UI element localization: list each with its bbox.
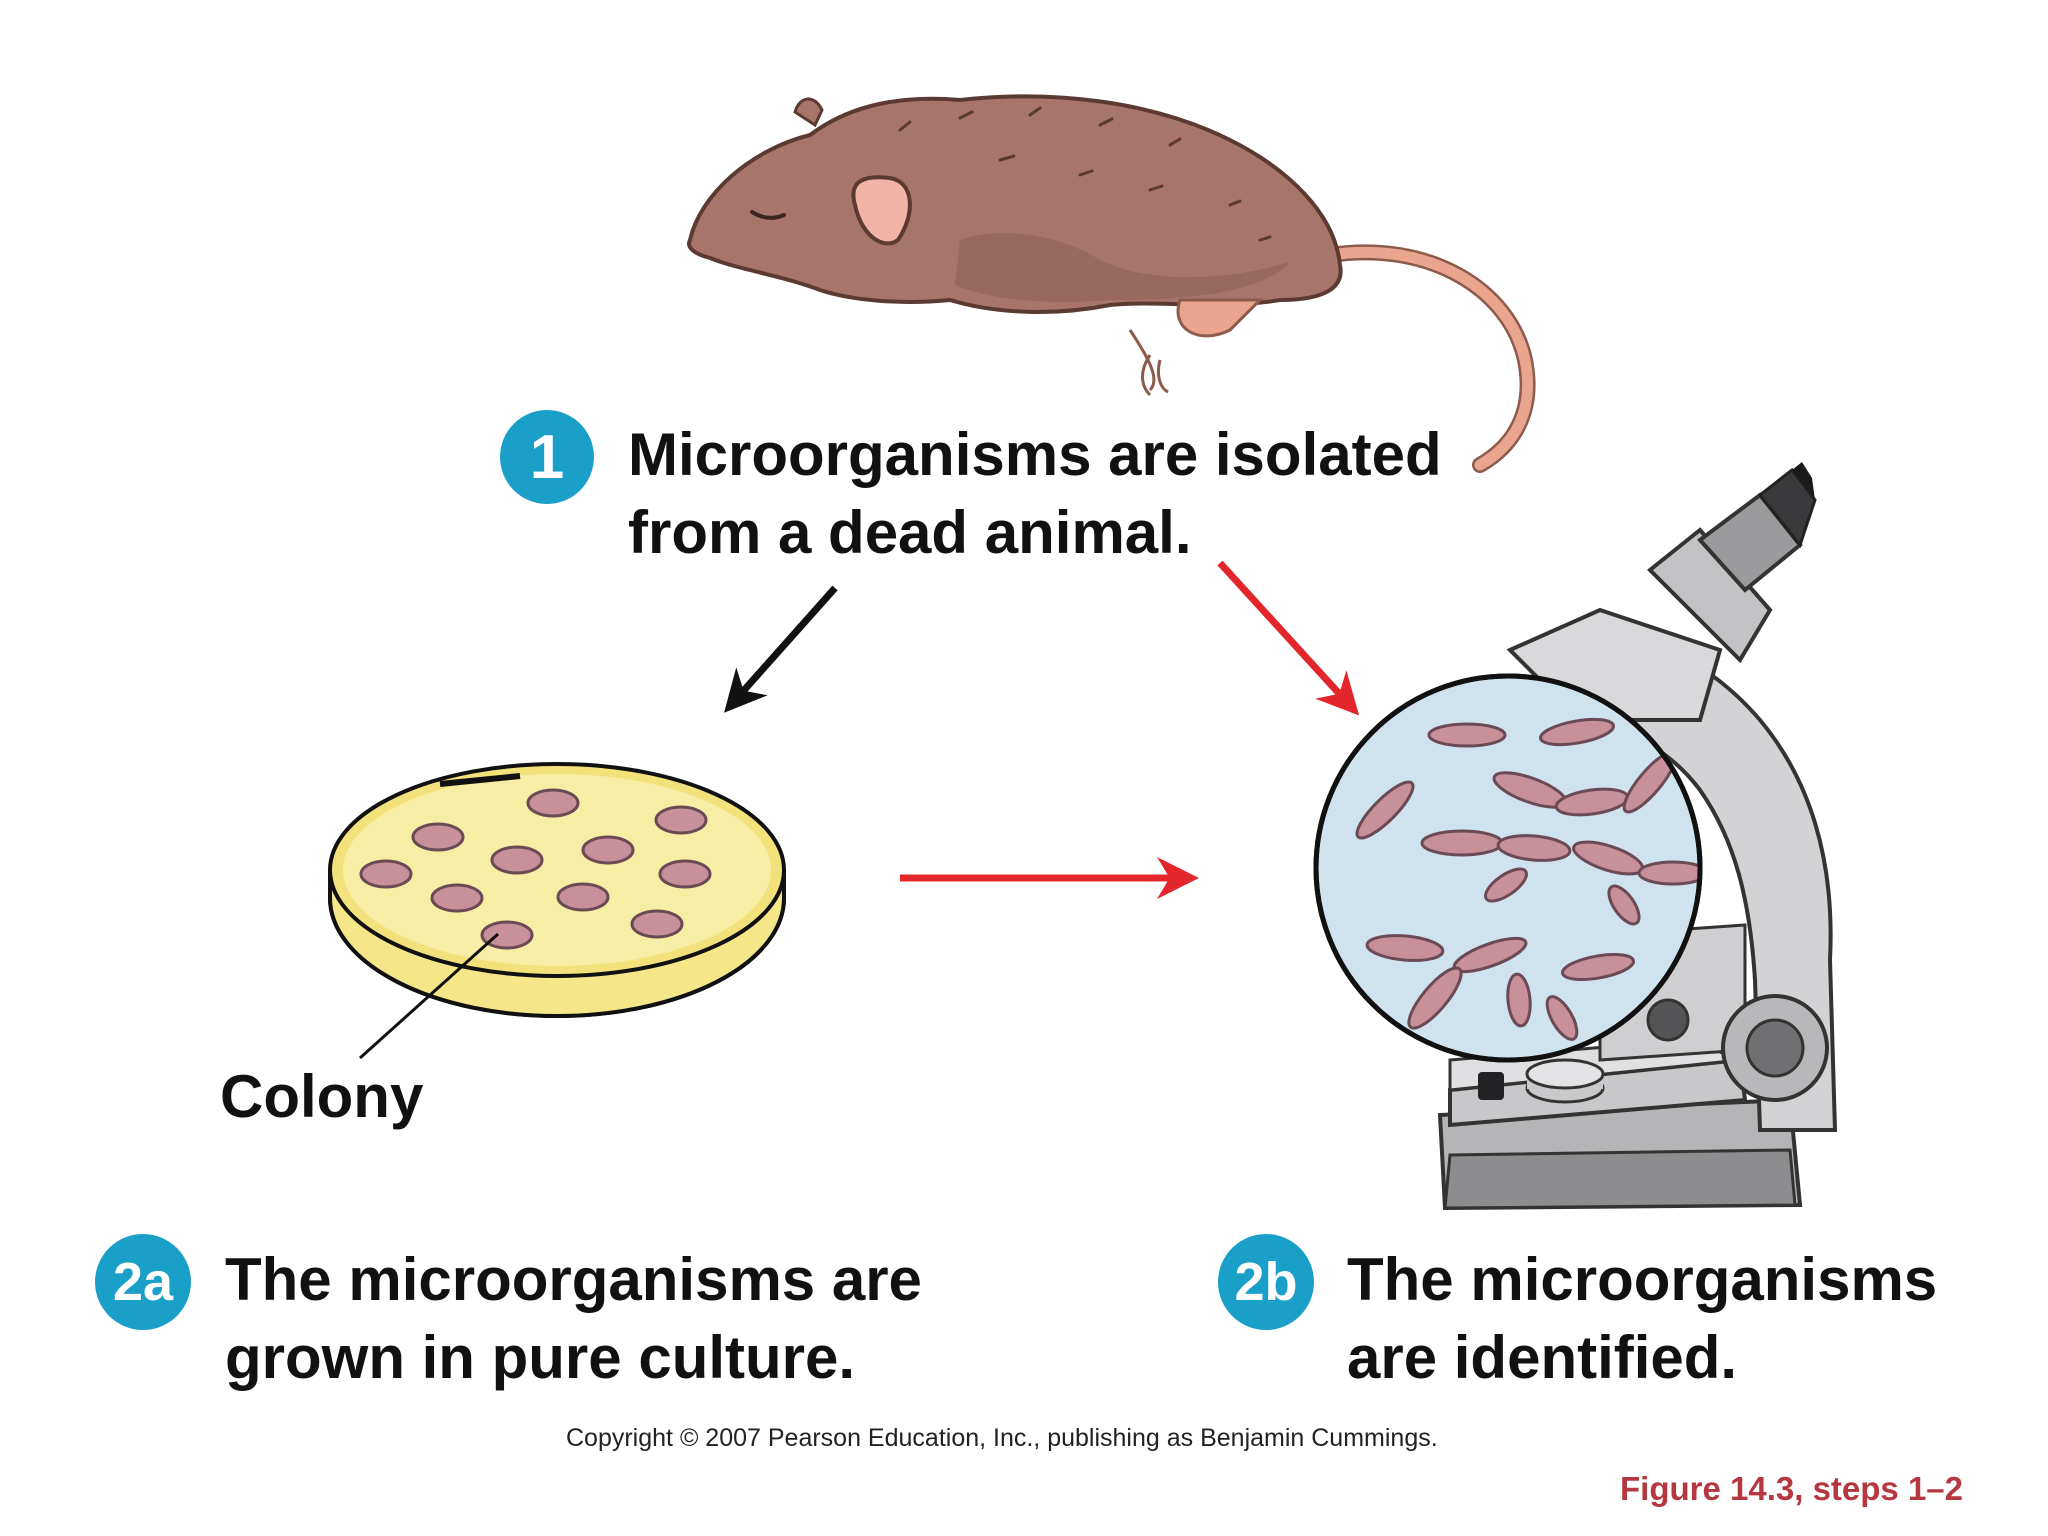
arrow-to-identification [1217, 560, 1360, 716]
bacterium-6 [1355, 780, 1415, 840]
step-1-line-2: from a dead animal. [628, 499, 1192, 566]
bacterium-17 [1506, 972, 1532, 1028]
bacterium-13 [1365, 934, 1445, 962]
mouse-leg [1176, 298, 1264, 338]
fine-focus-knob [1745, 1018, 1805, 1078]
step-2b-line-2: are identified. [1347, 1324, 1738, 1391]
dead-mouse-illustration [687, 94, 1536, 473]
colony-5 [490, 845, 544, 875]
colony-2 [411, 822, 465, 852]
bacterium-16 [1560, 952, 1636, 982]
bacterium-1 [1427, 722, 1507, 748]
colony-pointer-line [358, 932, 500, 1060]
bacterium-18 [1545, 995, 1579, 1041]
step-2a-badge: 2a [95, 1234, 191, 1330]
microscope-illustration [1313, 462, 1838, 1211]
bacterium-11 [1484, 867, 1528, 903]
mouse-paw [1141, 354, 1169, 397]
colony-3 [654, 805, 708, 835]
mouse-ear [851, 175, 912, 246]
colony-8 [430, 883, 484, 913]
copyright-notice: Copyright © 2007 Pearson Education, Inc.… [566, 1424, 1438, 1452]
step-2a-line-2: grown in pure culture. [225, 1324, 856, 1391]
bacterium-10 [1637, 860, 1700, 886]
colony-label: Colony [220, 1063, 424, 1130]
step-2b-line-1: The microorganisms [1347, 1246, 1938, 1313]
colony-11 [480, 920, 534, 950]
step-1-badge: 1 [500, 410, 594, 504]
mouse-body [687, 94, 1343, 314]
bacterium-12 [1607, 884, 1641, 926]
rod-shaped-bacteria [1355, 717, 1700, 1041]
figure-reference: Figure 14.3, steps 1–2 [1620, 1470, 1964, 1507]
step-2a-line-1: The microorganisms are [225, 1246, 922, 1313]
colony-7 [658, 859, 712, 889]
step-1-line-1: Microorganisms are isolated [628, 421, 1442, 488]
colonies [359, 788, 712, 950]
bacterium-8 [1496, 834, 1572, 862]
arrow-to-culture [724, 585, 838, 713]
step-2a-text: The microorganisms are grown in pure cul… [225, 1241, 922, 1397]
colony-1 [526, 788, 580, 818]
bacterium-2 [1539, 717, 1615, 747]
step-2b-badge: 2b [1218, 1234, 1314, 1330]
colony-10 [630, 909, 684, 939]
colony-6 [359, 859, 413, 889]
mouse-eye-closed [750, 210, 786, 220]
colony-9 [556, 882, 610, 912]
colony-4 [581, 835, 635, 865]
bacterium-15 [1407, 966, 1463, 1030]
step-2b-text: The microorganisms are identified. [1347, 1241, 1937, 1397]
step-1-text: Microorganisms are isolated from a dead … [628, 416, 1442, 572]
bacterium-7 [1420, 829, 1504, 857]
